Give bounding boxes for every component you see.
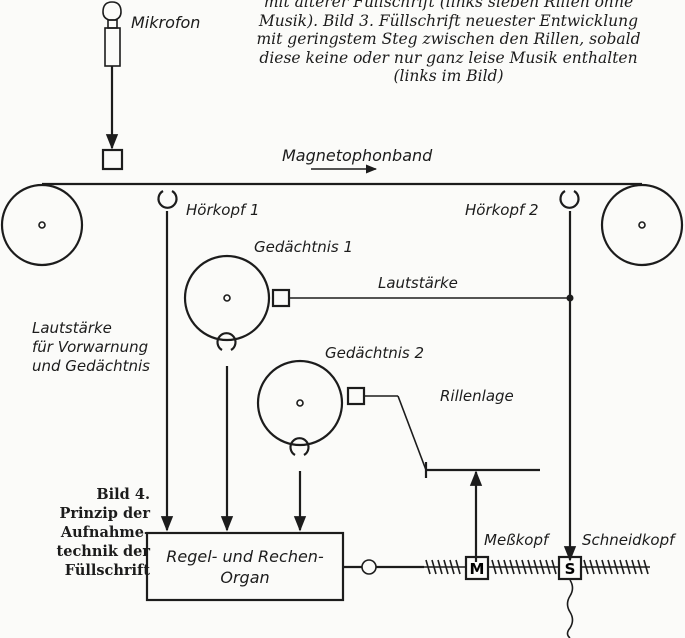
- clutch-symbol: [361, 559, 377, 575]
- playback-head-1: [157, 190, 178, 209]
- control-unit-label-1: Regel- und Rechen-: [166, 547, 324, 566]
- microphone-icon: [102, 1, 122, 67]
- measuring-head-motor: [464, 555, 490, 581]
- volume-warning-label-1: Lautstärke: [32, 319, 112, 337]
- right-reel: [600, 183, 684, 267]
- figure-caption-line: Aufnahme-: [60, 524, 150, 541]
- motor-m-label: M: [470, 560, 485, 578]
- memory-2-label: Gedächtnis 2: [325, 344, 424, 362]
- volume-warning-label-2: für Vorwarnung: [32, 338, 148, 356]
- memory-1-drum: [183, 254, 271, 342]
- figure-caption-line: technik der: [56, 543, 150, 560]
- tape-label: Magnetophonband: [282, 146, 433, 165]
- control-unit-box: [145, 531, 345, 602]
- left-reel: [0, 183, 84, 267]
- volume-warning-label-3: und Gedächtnis: [32, 357, 150, 375]
- playback-head-1-label: Hörkopf 1: [186, 201, 260, 219]
- measuring-head-label: Meßkopf: [484, 531, 551, 549]
- top-caption-line: mit geringstem Steg zwischen den Rillen,…: [256, 30, 641, 48]
- cutting-stylus-groove: [566, 579, 574, 638]
- microphone-label: Mikrofon: [131, 13, 200, 32]
- groove-position-line-diagonal: [397, 395, 427, 471]
- top-caption-line: (links im Bild): [393, 67, 504, 85]
- memory-1-write-head: [271, 288, 291, 308]
- top-caption-line: mit älterer Füllschrift (links sieben Ri…: [263, 0, 634, 11]
- recording-head: [101, 148, 124, 171]
- top-caption-line: Musik). Bild 3. Füllschrift neuester Ent…: [258, 11, 639, 30]
- figure-caption-line: Füllschrift: [64, 562, 150, 579]
- playback-head-2: [559, 190, 580, 209]
- cutting-head-label: Schneidkopf: [582, 531, 677, 549]
- memory-1-label: Gedächtnis 1: [254, 238, 353, 256]
- memory-1-read-head: [216, 332, 237, 351]
- figure-caption: Bild 4. Prinzip der Aufnahme- technik de…: [18, 485, 150, 580]
- top-caption-line: diese keine oder nur ganz leise Musik en…: [259, 48, 638, 67]
- playback-head-2-label: Hörkopf 2: [465, 201, 539, 219]
- memory-2-read-head: [289, 437, 310, 456]
- volume-label: Lautstärke: [378, 274, 458, 292]
- top-caption: mit älterer Füllschrift (links sieben Ri…: [212, 0, 685, 86]
- motor-s-label: S: [565, 560, 576, 578]
- cutting-head-motor: [557, 555, 583, 581]
- figure-caption-line: Bild 4.: [96, 486, 150, 503]
- lead-screw: [424, 559, 650, 575]
- memory-2-write-head: [346, 386, 366, 406]
- memory-2-drum: [256, 359, 344, 447]
- groove-position-label: Rillenlage: [440, 387, 514, 405]
- figure-caption-line: Prinzip der: [59, 505, 150, 522]
- control-unit-label-2: Organ: [220, 568, 269, 587]
